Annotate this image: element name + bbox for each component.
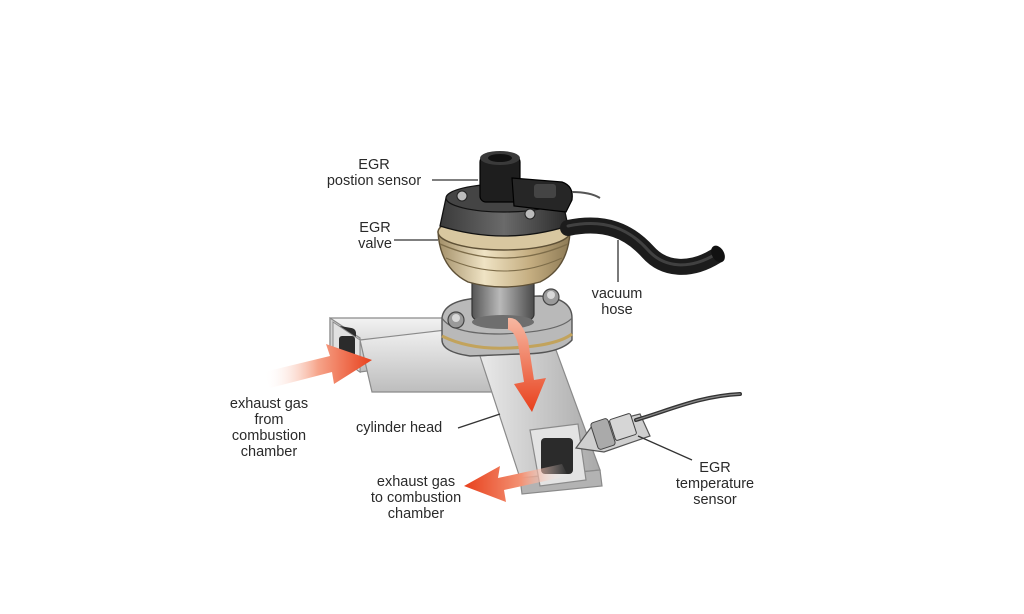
label-egr-position-sensor: EGR postion sensor <box>326 157 422 189</box>
egr-position-sensor-connector-icon <box>479 151 601 213</box>
leader-lines <box>394 179 693 461</box>
egr-valve-body-icon <box>437 183 571 288</box>
egr-temperature-sensor-icon <box>574 392 742 453</box>
label-exhaust-gas-to: exhaust gas to combustion chamber <box>370 474 462 522</box>
leader-cylinder-head <box>457 413 501 429</box>
label-exhaust-gas-from: exhaust gas from combustion chamber <box>229 396 309 460</box>
label-vacuum-hose: vacuum hose <box>591 286 643 318</box>
vacuum-hose-icon <box>560 217 725 275</box>
leader-temperature-sensor <box>637 435 693 461</box>
exhaust-flow-arrow-icon <box>264 317 568 502</box>
label-egr-valve: EGR valve <box>358 220 392 252</box>
label-cylinder-head: cylinder head <box>356 420 443 436</box>
label-egr-temperature-sensor: EGR temperature sensor <box>675 460 755 508</box>
